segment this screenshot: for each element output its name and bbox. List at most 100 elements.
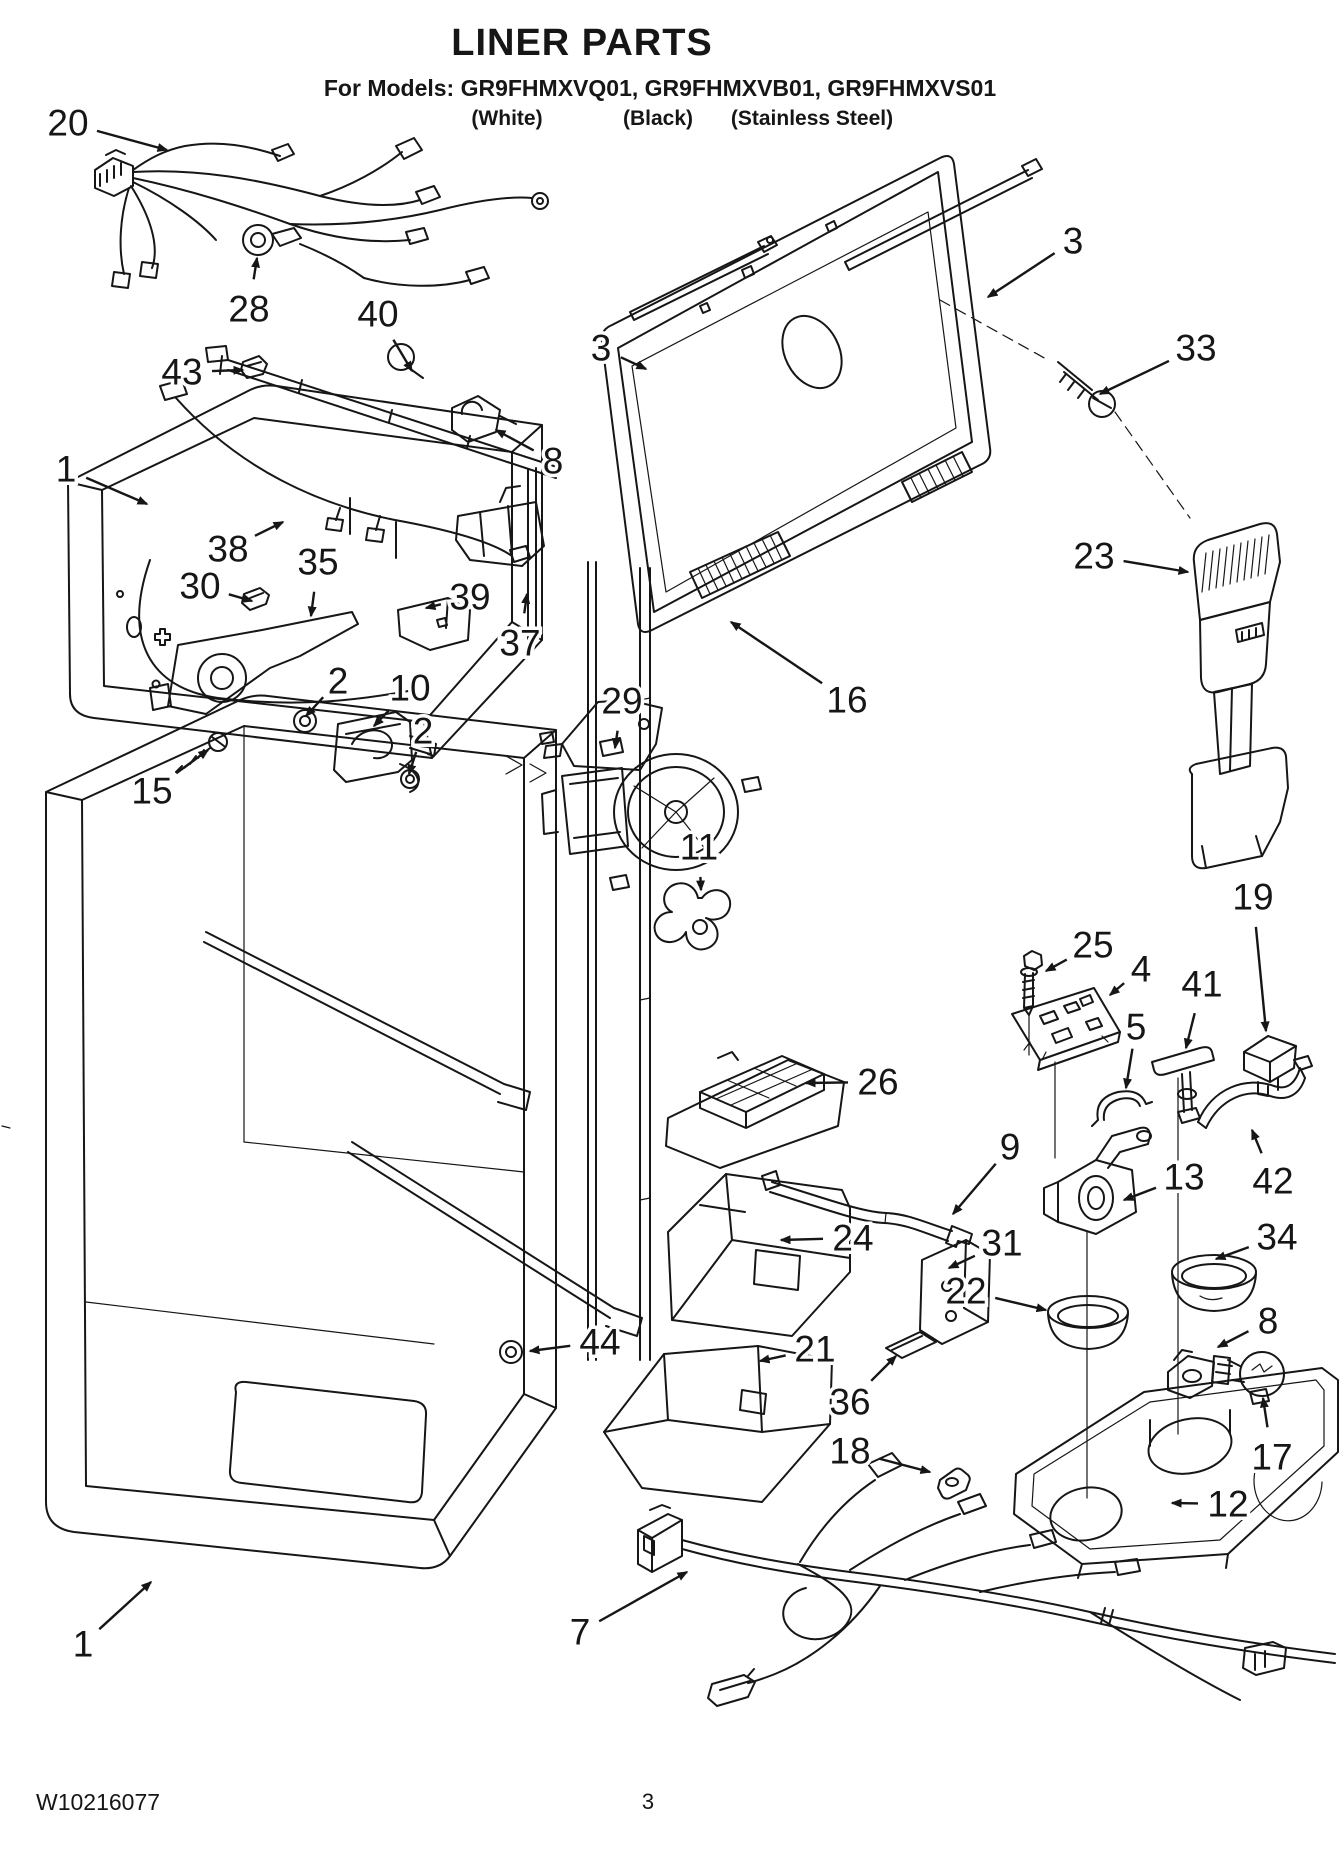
- callout-label-42: 42: [1252, 1161, 1293, 1202]
- bracket-42-drawing: [1197, 1055, 1313, 1129]
- callout-label-20: 20: [47, 103, 88, 144]
- callout-label-1: 1: [73, 1624, 94, 1665]
- finish-label-black: (Black): [622, 107, 694, 130]
- fan-blade-11-drawing: [653, 882, 732, 951]
- callout-arrow-17: [1259, 1396, 1269, 1428]
- grommet-2a-drawing: [293, 709, 317, 733]
- callout-label-38: 38: [207, 529, 248, 570]
- bracket-37-drawing: [455, 501, 545, 567]
- bracket-29-drawing: [561, 699, 663, 771]
- callout-label-4: 4: [1131, 949, 1152, 990]
- page-number: 3: [641, 1789, 655, 1814]
- callout-arrow-23: [1123, 559, 1190, 575]
- screw-33-drawing: [1057, 361, 1116, 418]
- callout-label-29: 29: [601, 681, 642, 722]
- callout-arrow-34: [1214, 1246, 1250, 1261]
- callout-label-30: 30: [179, 566, 220, 607]
- roller-18-drawing: [937, 1467, 971, 1500]
- air-tower-lines: [587, 561, 651, 1361]
- control-parts-drawing: [761, 950, 1313, 1500]
- plate-31-drawing: [919, 1239, 991, 1345]
- callout-arrow-22: [994, 1296, 1048, 1313]
- socket-8b-drawing: [1167, 1349, 1215, 1399]
- bulb-40-drawing: [387, 343, 415, 371]
- thermostat-10-drawing: [333, 711, 437, 793]
- callout-label-8: 8: [1258, 1301, 1279, 1342]
- evaporator-panel-drawing: [600, 155, 1191, 633]
- callout-arrow-38: [254, 520, 285, 537]
- callout-label-21: 21: [794, 1329, 835, 1370]
- callout-label-7: 7: [570, 1612, 591, 1653]
- air-damper-23-drawing: [1188, 522, 1289, 870]
- clip-43-drawing: [240, 355, 268, 379]
- callout-label-12: 12: [1207, 1484, 1248, 1525]
- callout-label-2: 2: [413, 711, 434, 752]
- callout-label-39: 39: [449, 577, 490, 618]
- grommet-44-drawing: [499, 1340, 523, 1364]
- callout-label-8: 8: [543, 441, 564, 482]
- callout-label-40: 40: [357, 294, 398, 335]
- callout-arrow-2: [407, 751, 418, 776]
- callout-label-24: 24: [832, 1218, 873, 1259]
- callout-label-43: 43: [161, 352, 202, 393]
- callout-arrow-30: [228, 593, 254, 603]
- callout-arrow-13: [1122, 1186, 1157, 1202]
- callout-arrow-3: [620, 356, 648, 371]
- callout-label-9: 9: [1000, 1127, 1021, 1168]
- callout-arrow-3: [986, 252, 1056, 299]
- screw-25-drawing: [1020, 950, 1043, 1016]
- callout-label-18: 18: [829, 1431, 870, 1472]
- cup-22-drawing: [1047, 1295, 1129, 1350]
- callout-arrow-10: [372, 708, 391, 728]
- callout-label-37: 37: [499, 623, 540, 664]
- callout-arrow-21: [758, 1354, 786, 1364]
- duct-cover-21-drawing: [603, 1345, 833, 1503]
- callout-arrow-11: [696, 876, 706, 892]
- page-title: LINER PARTS: [451, 22, 713, 64]
- fresh-food-liner-drawing: [1, 694, 643, 1570]
- callout-arrow-35: [307, 591, 317, 618]
- callout-label-13: 13: [1163, 1157, 1204, 1198]
- callout-label-44: 44: [579, 1322, 620, 1363]
- callout-arrow-33: [1098, 359, 1170, 396]
- callout-arrow-2: [304, 696, 325, 718]
- callout-arrow-42: [1250, 1128, 1263, 1154]
- callout-label-3: 3: [1063, 221, 1084, 262]
- wire-harness-20-drawing: [94, 137, 549, 289]
- callout-arrow-15: [175, 749, 210, 775]
- callout-label-10: 10: [389, 668, 430, 709]
- bracket-35-drawing: [167, 611, 359, 715]
- callout-label-23: 23: [1073, 536, 1114, 577]
- plate-39-drawing: [397, 597, 471, 651]
- callout-arrow-4: [1108, 982, 1125, 996]
- callout-arrow-44: [528, 1344, 571, 1355]
- models-line: For Models: GR9FHMXVQ01, GR9FHMXVB01, GR…: [323, 75, 997, 101]
- callout-arrow-40: [392, 339, 414, 373]
- callout-label-19: 19: [1232, 877, 1273, 918]
- cup-34-drawing: [1171, 1254, 1257, 1312]
- clip-41-drawing: [1151, 1046, 1215, 1124]
- callout-label-22: 22: [945, 1271, 986, 1312]
- callout-arrow-16: [729, 621, 823, 685]
- callout-arrow-31: [947, 1254, 976, 1270]
- callout-arrow-19: [1254, 926, 1270, 1033]
- callout-arrow-20: [96, 129, 169, 152]
- callout-arrow-8: [494, 428, 535, 452]
- lower-harness-7-drawing: [637, 1452, 1336, 1707]
- callout-arrow-25: [1044, 958, 1068, 973]
- callout-arrow-39: [424, 601, 442, 611]
- finish-label-white: (White): [471, 107, 543, 130]
- callout-arrow-1: [85, 476, 149, 506]
- callout-arrow-7: [598, 1570, 689, 1623]
- shelf-rail-2-drawing: [347, 1141, 643, 1337]
- callout-label-25: 25: [1072, 925, 1113, 966]
- callout-arrow-43: [211, 365, 245, 375]
- heater-wire-38-drawing: [175, 397, 513, 557]
- document-number: W10216077: [36, 1789, 161, 1815]
- callout-label-11: 11: [680, 827, 718, 868]
- callout-label-1: 1: [56, 449, 77, 490]
- callout-label-26: 26: [857, 1062, 898, 1103]
- callout-label-34: 34: [1256, 1217, 1297, 1258]
- callout-label-15: 15: [131, 771, 172, 812]
- callout-arrow-8: [1216, 1330, 1250, 1349]
